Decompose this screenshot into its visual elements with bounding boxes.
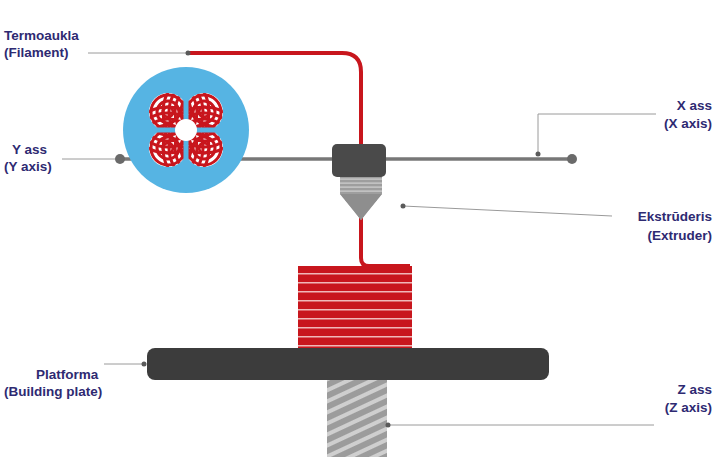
winding-ring [127, 71, 209, 153]
part-label: X ass [677, 98, 712, 114]
winding-ring [163, 71, 245, 153]
leader-dot [401, 204, 406, 209]
winding-ring [169, 113, 239, 183]
winding-ring [127, 107, 209, 189]
building-plate [147, 348, 549, 380]
filament-windings [127, 71, 245, 189]
part-label: (Z axis) [665, 400, 712, 416]
filament-line [361, 218, 410, 266]
part-label: (Y axis) [4, 159, 52, 175]
printed-object [298, 266, 412, 349]
part-label: (Building plate) [4, 384, 102, 400]
extruder-head [332, 144, 386, 177]
winding-ring [163, 107, 245, 189]
part-label: (Filament) [4, 45, 69, 61]
leader-dot [536, 152, 541, 157]
filament-spool [123, 67, 249, 193]
part-label: Z ass [677, 382, 712, 398]
filament-line [188, 53, 361, 146]
leader-lines [62, 53, 656, 425]
leader-dot [186, 51, 191, 56]
part-label: Platforma [36, 367, 98, 383]
part-label: (X axis) [664, 116, 712, 132]
rod-end [115, 154, 125, 164]
leader-dot [386, 423, 391, 428]
part-label: Y ass [12, 142, 47, 158]
rod-end [567, 154, 577, 164]
part-label: Termoaukla [4, 28, 79, 44]
part-label: Ekstrūderis [638, 209, 712, 225]
leader-dot [142, 362, 147, 367]
extruder-nozzle [340, 176, 382, 220]
z-screw [327, 378, 387, 457]
nozzle-tip [340, 194, 382, 220]
part-label: (Extruder) [647, 228, 712, 244]
spool-hub [175, 119, 197, 141]
spool-cross [142, 86, 230, 174]
